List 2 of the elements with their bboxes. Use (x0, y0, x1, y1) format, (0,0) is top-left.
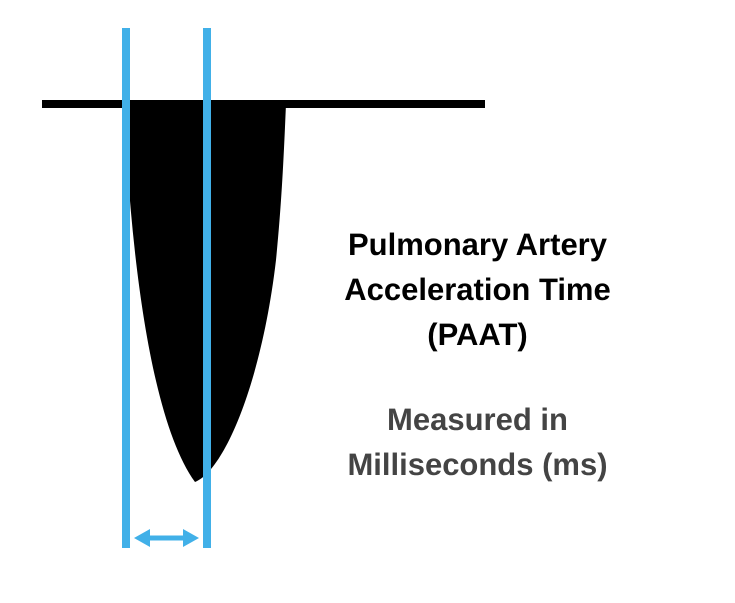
note-text: Measured in Milliseconds (ms) (346, 401, 609, 484)
title: Pulmonary Artery Acceleration Time (PAAT) (343, 226, 612, 354)
